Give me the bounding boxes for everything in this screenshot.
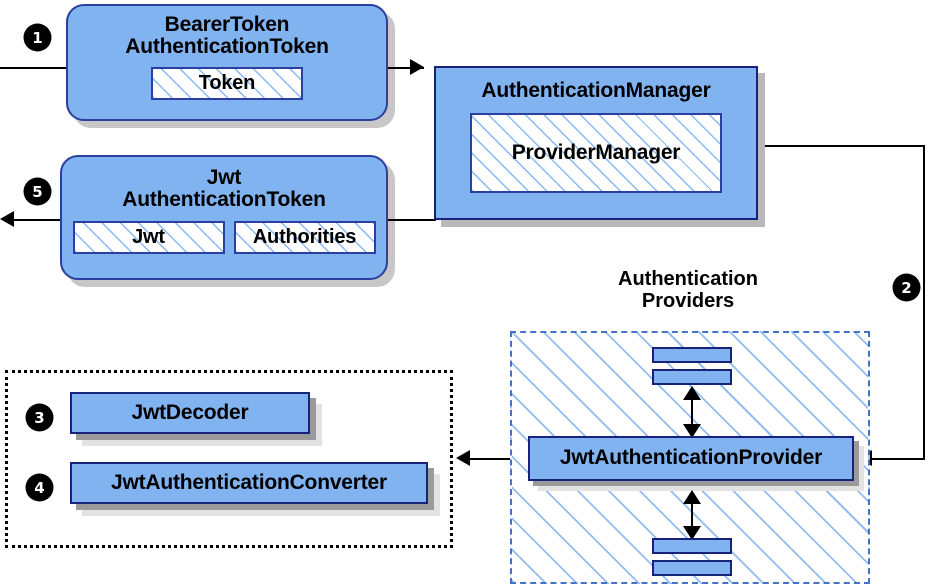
authentication-manager-title: AuthenticationManager [481, 79, 711, 102]
marker-5: 5 [25, 179, 50, 204]
marker-4: 4 [27, 475, 52, 500]
arrowhead-up-bottom [683, 490, 701, 504]
slot-provider-manager-label: ProviderManager [511, 141, 681, 165]
connector-manager-right [758, 145, 925, 147]
slot-jwt-label: Jwt [132, 226, 165, 249]
bearer-token-title-line1: BearerToken [164, 13, 290, 36]
slot-jwt[interactable]: Jwt [72, 221, 225, 255]
marker-2: 2 [894, 275, 919, 300]
connector-into-provider [872, 458, 925, 460]
slot-authorities-label: Authorities [252, 226, 357, 249]
connector-request-in [0, 67, 72, 69]
marker-3: 3 [27, 405, 52, 430]
connector-bearer-to-manager [388, 67, 424, 69]
arrowhead-result-out [0, 211, 14, 227]
connector-provider-up-down-bottom [691, 496, 693, 530]
jwt-decoder-title: JwtDecoder [131, 400, 249, 424]
jwt-token-title-line2: AuthenticationToken [122, 188, 326, 212]
arrowhead-down-top [683, 424, 701, 438]
arrowhead-down-bottom [683, 526, 701, 540]
providers-group-label-line1: Authentication [618, 268, 758, 290]
node-jwt-decoder[interactable]: JwtDecoder [70, 392, 310, 434]
slot-token[interactable]: Token [151, 67, 303, 101]
arrowhead-up-top [683, 386, 701, 400]
slot-token-label: Token [198, 72, 256, 95]
provider-stub-bar-bottom-2 [652, 560, 732, 576]
connector-result-out [14, 219, 74, 221]
node-jwt-authentication-converter[interactable]: JwtAuthenticationConverter [70, 462, 428, 504]
bearer-token-title-line2: AuthenticationToken [125, 35, 329, 59]
node-authentication-manager[interactable]: AuthenticationManager ProviderManager [434, 66, 758, 220]
connector-manager-to-jwttoken [388, 219, 436, 221]
jwt-helpers-group-box [5, 370, 453, 548]
provider-stub-bar-bottom-1 [652, 538, 732, 554]
connector-down-to-provider [923, 145, 925, 459]
provider-stub-bar-top-1 [652, 347, 732, 363]
node-jwt-authentication-token[interactable]: Jwt AuthenticationToken Jwt Authorities [60, 155, 388, 280]
jwt-authentication-provider-title: JwtAuthenticationProvider [559, 446, 823, 470]
providers-group-label: Authentication Providers [570, 268, 806, 313]
marker-1: 1 [25, 25, 50, 50]
jwt-token-slot-row: Jwt Authorities [72, 221, 376, 255]
node-bearer-token-authentication-token[interactable]: BearerToken AuthenticationToken Token [66, 4, 388, 121]
node-jwt-authentication-provider[interactable]: JwtAuthenticationProvider [528, 436, 854, 481]
connector-provider-up-down-top [691, 392, 693, 428]
arrowhead-to-helpers [456, 450, 470, 466]
arrowhead-to-manager [410, 59, 424, 75]
jwt-authentication-converter-title: JwtAuthenticationConverter [111, 470, 387, 494]
provider-stub-bar-top-2 [652, 369, 732, 385]
slot-authorities[interactable]: Authorities [233, 221, 376, 255]
slot-provider-manager[interactable]: ProviderManager [470, 113, 722, 194]
connector-provider-to-helpers [470, 458, 528, 460]
jwt-token-title-line1: Jwt [206, 166, 242, 189]
providers-group-label-line2: Providers [641, 290, 735, 313]
